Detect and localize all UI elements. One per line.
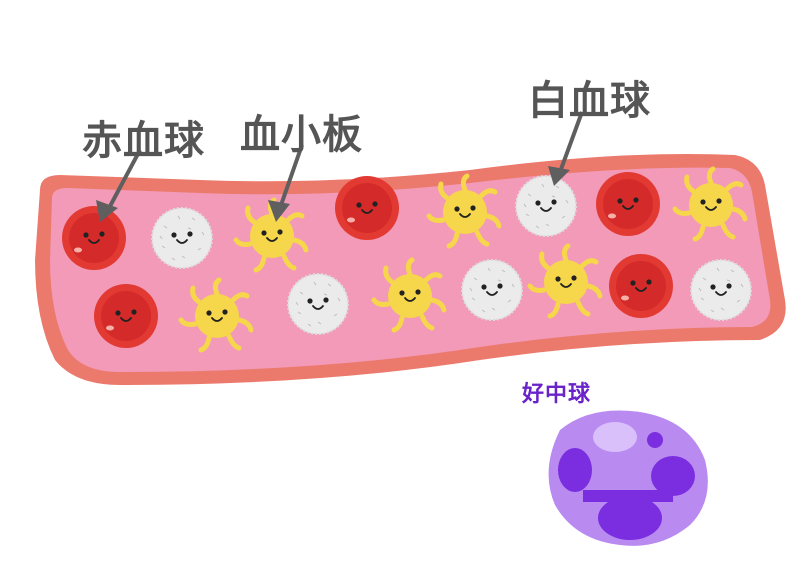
label-platelet: 血小板 — [240, 112, 363, 158]
white-blood-cell — [691, 260, 751, 320]
white-blood-cell — [516, 176, 576, 236]
red-blood-cell — [94, 284, 158, 348]
arrow-rbc — [106, 149, 142, 211]
neutrophil-cell — [548, 410, 708, 546]
red-blood-cell — [596, 172, 660, 236]
red-blood-cell — [609, 254, 673, 318]
label-rbc: 赤血球 — [82, 118, 205, 164]
arrowhead-icon — [268, 200, 290, 222]
arrow-wbc — [558, 111, 584, 173]
white-blood-cell — [288, 274, 348, 334]
red-blood-cell — [335, 176, 399, 240]
white-blood-cell — [152, 208, 212, 268]
red-blood-cell — [62, 206, 126, 270]
arrowhead-icon — [96, 200, 118, 222]
white-blood-cell — [462, 260, 522, 320]
arrowhead-icon — [548, 166, 570, 186]
label-wbc: 白血球 — [528, 78, 651, 124]
label-neutrophil: 好中球 — [522, 382, 592, 407]
arrow-platelet — [278, 144, 304, 209]
